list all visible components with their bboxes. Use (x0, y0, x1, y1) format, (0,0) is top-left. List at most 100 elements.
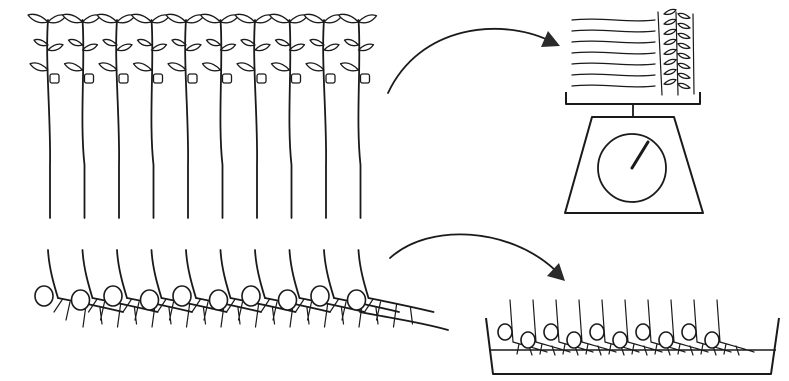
shoot-leaf (83, 44, 98, 50)
shoot-leaf (103, 39, 117, 45)
seedling-shoot (97, 14, 135, 218)
seedling-shoot (304, 14, 342, 218)
shoot-leaf (48, 44, 63, 50)
weighed-stem (572, 74, 655, 76)
weighed-leaf (678, 63, 690, 68)
tray-nodule (567, 332, 581, 348)
root-nodule (242, 286, 260, 306)
weighed-leaf (678, 43, 690, 48)
shoot-leaf (241, 39, 255, 45)
weighed-leaf (664, 29, 676, 34)
weighed-stem (572, 41, 655, 43)
weighed-leaf (678, 83, 690, 88)
weighed-leaf (664, 39, 676, 44)
weighed-leaf (678, 73, 690, 78)
seedling-shoots-row (28, 14, 377, 218)
shoot-leaf (359, 44, 374, 50)
weighed-leaf (678, 23, 690, 28)
shoot-bud (154, 74, 163, 83)
shoot-leaf (221, 44, 236, 50)
root-tail (360, 312, 448, 330)
shoot-leaf (166, 14, 186, 22)
shoot-leaf (34, 39, 48, 45)
tray-nodule (498, 324, 512, 340)
seedling-shoot (339, 14, 377, 218)
seedling-shoot (63, 14, 101, 218)
weighed-leaf-stalks (658, 12, 694, 95)
shoot-leaf (341, 63, 359, 71)
shoot-leaf (134, 63, 152, 71)
shoot-bud (292, 74, 301, 83)
shoot-bud (119, 74, 128, 83)
weighed-leaf (678, 33, 690, 38)
shoot-bud (257, 74, 266, 83)
shoot-leaf (65, 63, 83, 71)
shoot-leaf (30, 63, 48, 71)
shoot-leaf (152, 44, 167, 50)
shoot-leaf (304, 14, 324, 22)
weighed-stem (572, 19, 655, 21)
weighed-shoots (572, 9, 694, 95)
shoot-bud (361, 74, 370, 83)
shoot-leaf (270, 14, 290, 22)
weighed-stem (572, 63, 655, 65)
weighed-leaf (664, 19, 676, 24)
weighed-leaf (664, 59, 676, 64)
shoot-leaf (203, 63, 221, 71)
shoot-leaf (138, 39, 152, 45)
seedling-shoot (166, 14, 204, 218)
tray-nodule (659, 332, 673, 348)
shoot-leaf (63, 14, 83, 22)
weighed-stem (572, 85, 655, 87)
root-nodule (104, 286, 122, 306)
root-nodule (72, 290, 90, 310)
shoot-leaf (99, 63, 117, 71)
seedling-shoot (201, 14, 239, 218)
shoot-leaf (207, 39, 221, 45)
tray-nodule (544, 324, 558, 340)
root-nodule (279, 290, 297, 310)
shoot-bud (50, 74, 59, 83)
shoot-leaf (69, 39, 83, 45)
shoot-leaf (117, 44, 132, 50)
tray-root-hairs (720, 342, 754, 355)
shoot-leaf (237, 63, 255, 71)
shoot-leaf (276, 39, 290, 45)
root-nodule (141, 290, 159, 310)
shoot-leaf (201, 14, 221, 22)
tray-root (498, 300, 547, 355)
shoot-leaf (324, 44, 339, 50)
shoot-bud (223, 74, 232, 83)
shoot-leaf (306, 63, 324, 71)
shoot-bud (188, 74, 197, 83)
shoot-leaf (168, 63, 186, 71)
weighed-leaf (678, 13, 690, 18)
weighed-leaf (664, 79, 676, 84)
seedling-shoot (132, 14, 170, 218)
seedling-shoot (235, 14, 273, 218)
shoot-leaf (310, 39, 324, 45)
seedling-shoot (28, 14, 66, 218)
shoot-leaf (345, 39, 359, 45)
arrow-to-tray (390, 234, 565, 281)
weighed-stem (572, 30, 655, 32)
shoot-bud (326, 74, 335, 83)
weighed-leaf (678, 53, 690, 58)
tray-nodule (590, 324, 604, 340)
root-nodule (35, 286, 53, 306)
tray-nodule (521, 332, 535, 348)
weighed-leaf (664, 49, 676, 54)
weighed-stem (572, 52, 655, 54)
tray-root (705, 300, 754, 355)
shoot-leaf (28, 14, 48, 22)
seedling-shoot (270, 14, 308, 218)
weighed-leaf (664, 9, 676, 14)
shoot-leaf (97, 14, 117, 22)
root-nodule (173, 286, 191, 306)
root-tray-icon (486, 300, 779, 374)
shoot-leaf (359, 15, 377, 23)
shoot-bud (85, 74, 94, 83)
shoot-leaf (186, 44, 201, 50)
